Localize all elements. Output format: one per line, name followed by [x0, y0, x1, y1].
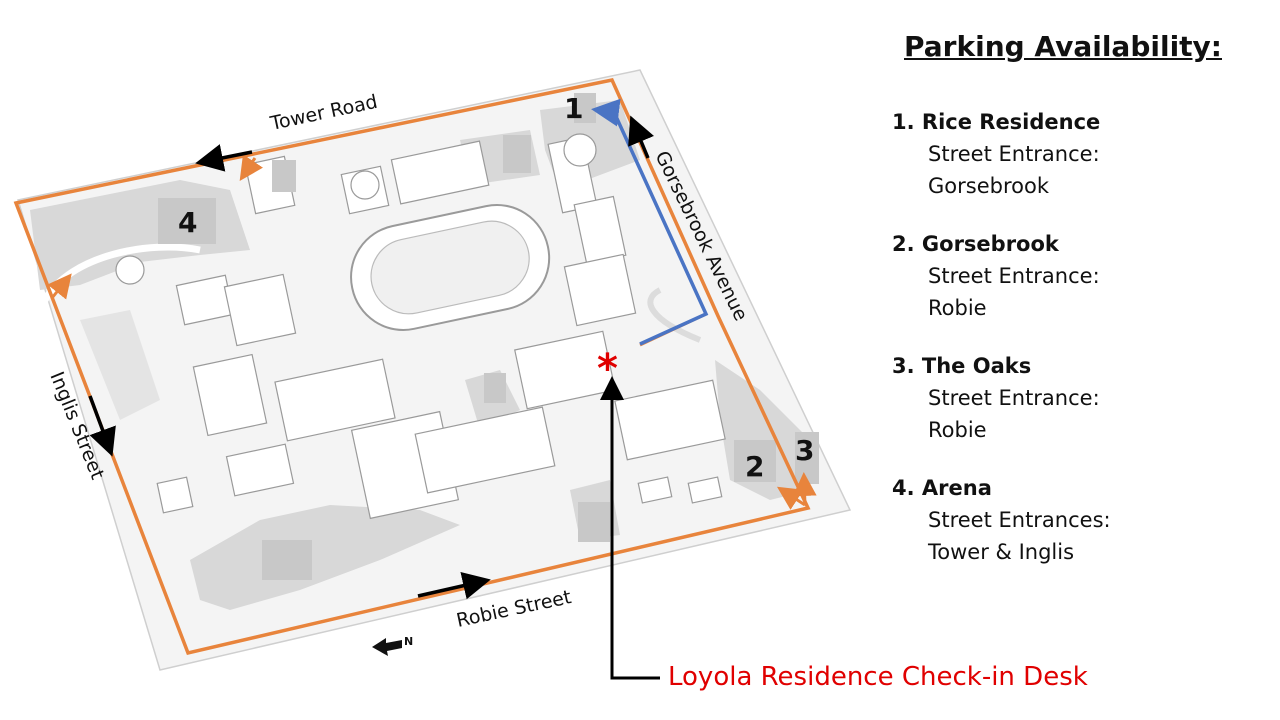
legend-entry-oaks: 3. The Oaks Street Entrance: Robie [892, 350, 1262, 446]
legend-entry-heading: 2. Gorsebrook [892, 232, 1059, 256]
legend-entry-rice: 1. Rice Residence Street Entrance: Gorse… [892, 106, 1262, 202]
legend-entry-entrance-label: Street Entrance: [928, 142, 1100, 166]
checkin-marker: * [597, 346, 618, 392]
legend-entry-entrance-street: Tower & Inglis [928, 540, 1075, 564]
legend-title: Parking Availability: [904, 30, 1222, 63]
lot2-entrance-arrow [776, 486, 806, 510]
lot2-drive [647, 287, 702, 343]
buildings [115, 133, 726, 520]
legend-entry-entrance-label: Street Entrances: [928, 508, 1111, 532]
lot4-tower-entrance-arrow [239, 154, 263, 181]
legend-entry-arena: 4. Arena Street Entrances: Tower & Ingli… [892, 472, 1262, 568]
lot1-route [591, 98, 709, 346]
legend-entry-entrance-street: Robie [928, 296, 987, 320]
north-label: N [404, 635, 413, 648]
legend-entry-heading: 4. Arena [892, 476, 992, 500]
north-arrow: N [372, 635, 413, 656]
checkin-desk-label: Loyola Residence Check-in Desk [668, 662, 1088, 692]
athletic-track [350, 204, 551, 331]
lot-1-label: 1 [564, 92, 583, 125]
legend-entries: 1. Rice Residence Street Entrance: Gorse… [892, 106, 1262, 568]
legend-entry-entrance-street: Gorsebrook [928, 174, 1049, 198]
gorsebrook-traffic-arrow [628, 115, 654, 159]
grey-blocks [158, 93, 819, 580]
lot-2-label: 2 [745, 450, 764, 483]
legend-entry-gorsebrook: 2. Gorsebrook Street Entrance: Robie [892, 228, 1262, 324]
lot-4-label: 4 [178, 206, 197, 239]
lot-3-label: 3 [795, 434, 814, 467]
lot3-entrance-arrow [792, 472, 817, 506]
legend-entry-entrance-label: Street Entrance: [928, 264, 1100, 288]
inglis-traffic-arrow [88, 395, 116, 457]
legend-entry-heading: 1. Rice Residence [892, 110, 1101, 134]
legend-entry-entrance-label: Street Entrance: [928, 386, 1100, 410]
parking-legend: Parking Availability: 1. Rice Residence … [892, 28, 1262, 594]
campus-map: N Tower Road Gorsebrook Avenue Inglis St… [13, 69, 852, 680]
lot4-inglis-entrance-arrow [47, 273, 72, 300]
campus-boundary [13, 78, 811, 656]
robie-traffic-arrow [417, 572, 491, 600]
checkin-leader-line [610, 382, 660, 680]
tower-traffic-arrow [195, 144, 253, 172]
legend-entry-heading: 3. The Oaks [892, 354, 1032, 378]
legend-entry-entrance-street: Robie [928, 418, 987, 442]
